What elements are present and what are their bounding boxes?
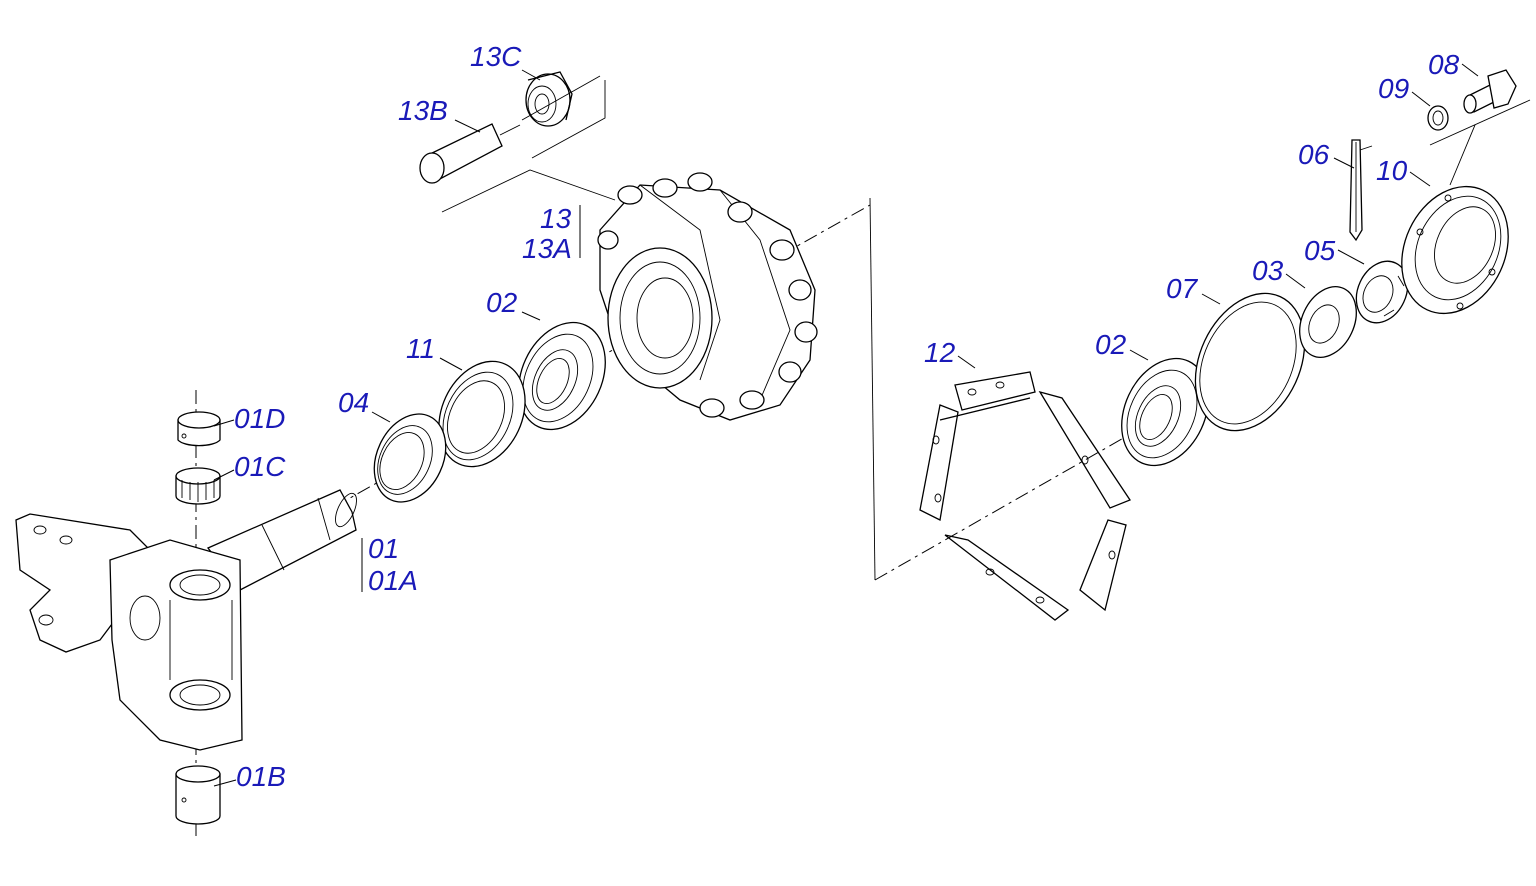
label-09: 09 <box>1378 73 1409 104</box>
bushing-01d <box>177 411 221 447</box>
taper-bearing-02-left <box>518 321 606 431</box>
label-01a: 01A <box>368 565 418 596</box>
taper-bearing-02-right <box>1121 357 1209 467</box>
hub-cap-10 <box>1401 185 1509 315</box>
castle-nut-05 <box>1355 260 1409 324</box>
gasket-07 <box>1194 292 1306 432</box>
steering-knuckle-01 <box>15 489 357 751</box>
label-02-right: 02 <box>1095 329 1127 360</box>
label-12: 12 <box>924 337 956 368</box>
label-13: 13 <box>540 203 572 234</box>
label-01: 01 <box>368 533 399 564</box>
label-10: 10 <box>1376 155 1408 186</box>
needle-bearing-01c <box>175 467 221 505</box>
label-01b: 01B <box>236 761 286 792</box>
label-08: 08 <box>1428 49 1460 80</box>
center-axis <box>195 197 1471 840</box>
spacer-ring-04 <box>373 413 447 503</box>
stud-group-frame <box>441 75 616 213</box>
label-05: 05 <box>1304 235 1336 266</box>
label-01c: 01C <box>234 451 286 482</box>
label-02-left: 02 <box>486 287 518 318</box>
wheel-nut-13c <box>525 71 573 127</box>
bolt-group-frame <box>1429 99 1531 186</box>
brake-ring-segments-12 <box>919 371 1131 621</box>
label-13b: 13B <box>398 95 448 126</box>
label-01d: 01D <box>234 403 285 434</box>
leader-lines <box>213 63 1479 787</box>
label-06: 06 <box>1298 139 1330 170</box>
label-13a: 13A <box>522 233 572 264</box>
label-04: 04 <box>338 387 369 418</box>
label-07: 07 <box>1166 273 1199 304</box>
washer-03 <box>1299 286 1357 358</box>
wheel-hub-13 <box>597 172 818 421</box>
hub-stud-bosses <box>597 172 818 418</box>
label-11: 11 <box>406 333 435 364</box>
label-03: 03 <box>1252 255 1284 286</box>
bushing-01b <box>175 765 221 825</box>
cotter-pin-06 <box>1349 139 1373 242</box>
bolt-08 <box>1463 69 1517 114</box>
lock-washer-09 <box>1427 105 1449 131</box>
oil-seal-11 <box>438 360 526 468</box>
wheel-stud-13b <box>419 123 521 184</box>
label-13c: 13C <box>470 41 522 72</box>
part-labels: 13C 13B 13 13A 02 11 04 01D 01C 01 01A 0… <box>234 41 1460 792</box>
